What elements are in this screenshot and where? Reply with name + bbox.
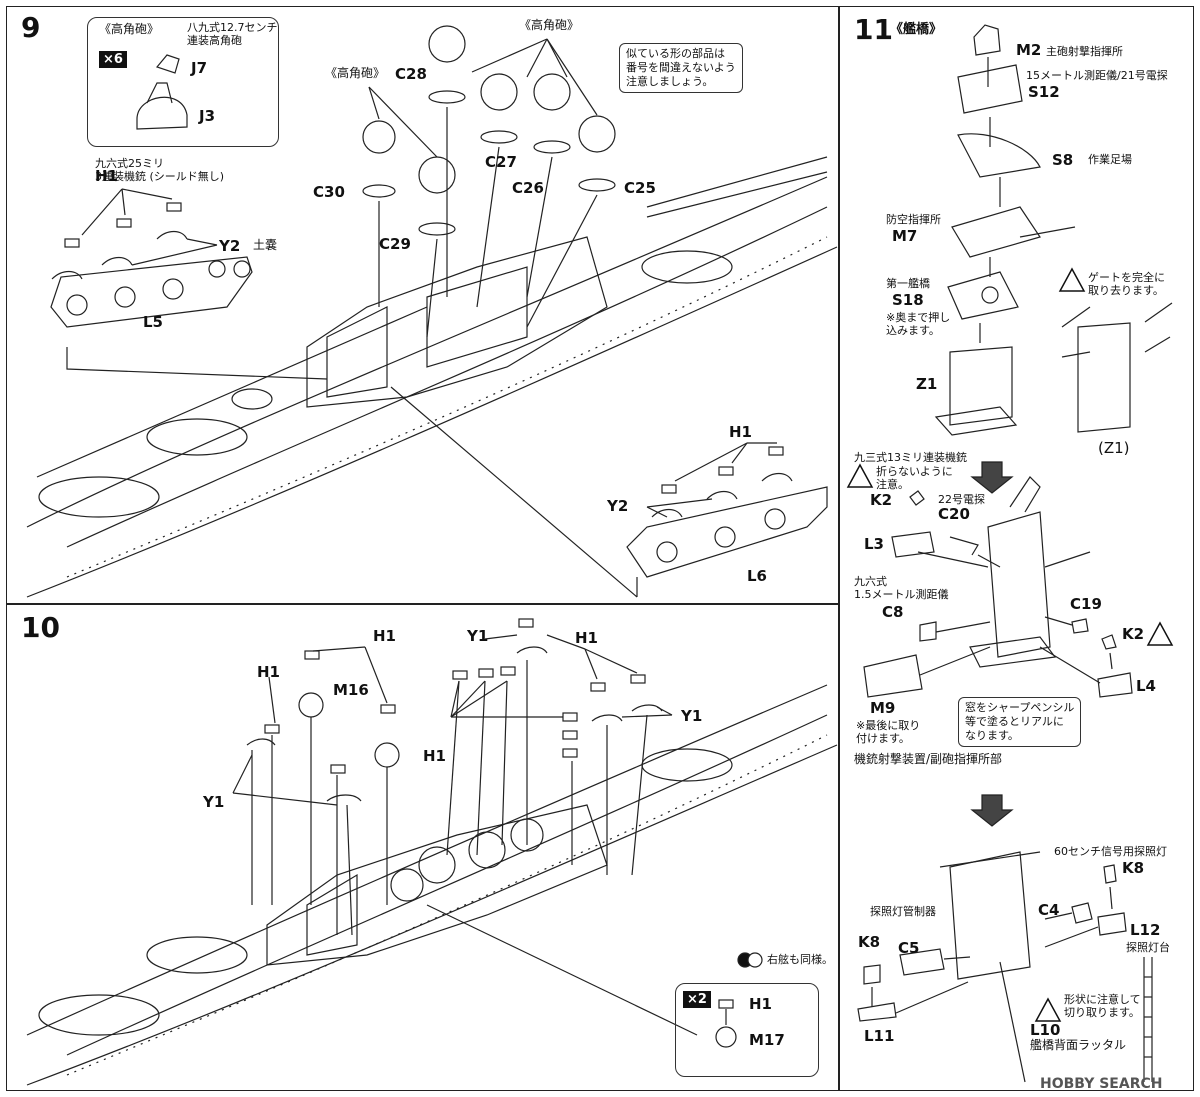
watermark: HOBBY SEARCH (1040, 1076, 1163, 1092)
part-label-l12: L12 (1130, 921, 1161, 939)
part-label-z1: Z1 (916, 375, 938, 393)
s8-description: 作業足場 (1088, 153, 1132, 166)
part-label-k2: K2 (870, 491, 893, 509)
part-label-m17: M17 (749, 1031, 785, 1049)
part-label-y2: Y2 (219, 237, 241, 255)
m2-description: 主砲射撃指揮所 (1046, 45, 1123, 58)
part-label-l11: L11 (864, 1027, 895, 1045)
part-label-y1-b: Y1 (681, 707, 703, 725)
part-label-s8: S8 (1052, 151, 1074, 169)
part-label-c28: C28 (395, 65, 427, 83)
c20-description: 22号電探 (938, 493, 985, 506)
part-label-c4: C4 (1038, 901, 1060, 919)
aa-gun-description: 九六式25ミリ 3連装機銃 (シールド無し) (95, 157, 225, 183)
step-10-hull-drawing (26, 618, 838, 1086)
step-number: 11 (854, 13, 893, 46)
part-label-c25: C25 (624, 179, 656, 197)
part-label-c5: C5 (898, 939, 920, 957)
c8-description: 九六式 1.5メートル測距儀 (854, 575, 949, 601)
part-label-j3: J3 (199, 107, 216, 125)
part-label-l10: L10 (1030, 1021, 1061, 1039)
inset-title: 《高角砲》 (99, 22, 160, 36)
part-label-s18: S18 (892, 291, 924, 309)
m7-description: 防空指揮所 (886, 213, 941, 226)
caution-note: 似ている形の部品は 番号を間違えないよう 注意しましょう。 (619, 43, 743, 93)
step-11-bridge-drawing (846, 24, 1174, 1083)
part-label-y1-a: Y1 (467, 627, 489, 645)
part-label-l5: L5 (143, 313, 163, 331)
part-label-c27: C27 (485, 153, 517, 171)
part-label-c29: C29 (379, 235, 411, 253)
step-11-panel: 11 《艦橋》 M2 主砲射撃指揮所 15メートル測距儀/21号電探 S12 S… (839, 6, 1194, 1091)
part-label-k8-b: K8 (858, 933, 881, 951)
inset-description: 八九式12.7センチ 連装高角砲 (187, 21, 278, 47)
group-label-left: 《高角砲》 (325, 66, 386, 80)
part-label-c30: C30 (313, 183, 345, 201)
step-9-hull-drawing (26, 25, 838, 598)
sub-assembly-caption: 機銃射撃装置/副砲指揮所部 (854, 752, 1003, 766)
k2-warning: 折らないように 注意。 (876, 465, 953, 491)
quantity-badge: ×2 (683, 991, 711, 1008)
l12-description: 探照灯台 (1126, 941, 1170, 954)
quantity-badge: ×6 (99, 51, 127, 68)
z1-view-label: (Z1) (1098, 439, 1130, 457)
part-label-c8: C8 (882, 603, 904, 621)
part-label-h1-b: H1 (257, 663, 280, 681)
s18-note: ※奥まで押し 込みます。 (886, 311, 951, 337)
part-label-h1-c: H1 (575, 629, 598, 647)
part-label-l3: L3 (864, 535, 884, 553)
c5-description: 探照灯管制器 (870, 905, 936, 918)
part-label-y2-right: Y2 (607, 497, 629, 515)
step-number: 9 (21, 11, 41, 44)
part-label-h1-right: H1 (729, 423, 752, 441)
s18-description: 第一艦橋 (886, 277, 930, 290)
part-label-c19: C19 (1070, 595, 1102, 613)
window-note: 窓をシャープペンシル 等で塗るとリアルに なります。 (958, 697, 1082, 747)
shape-note: 形状に注意して 切り取ります。 (1064, 993, 1141, 1019)
step-title: 《艦橋》 (890, 22, 943, 37)
part-label-m7: M7 (892, 227, 918, 245)
k8-description: 60センチ信号用探照灯 (1054, 845, 1167, 858)
k2-description: 九三式13ミリ連装機銃 (854, 451, 967, 464)
part-label-h1-d: H1 (423, 747, 446, 765)
part-label-m16: M16 (333, 681, 369, 699)
part-label-c26: C26 (512, 179, 544, 197)
gate-note: ゲートを完全に 取り去ります。 (1088, 271, 1165, 297)
part-label-y1-c: Y1 (203, 793, 225, 811)
inset-parts-drawing (136, 54, 188, 130)
step-10-panel: 10 H1 H1 M16 Y1 H1 Y1 H1 Y1 右舷も同様。 ×2 H1… (6, 604, 839, 1091)
part-label-j7: J7 (191, 59, 208, 77)
part-label-h1: H1 (95, 167, 118, 185)
step-9-panel: 9 《高角砲》 八九式12.7センチ 連装高角砲 ×6 J7 J3 《高角砲》 … (6, 6, 839, 604)
s12-description: 15メートル測距儀/21号電探 (1026, 69, 1168, 82)
part-label-m9: M9 (870, 699, 896, 717)
part-label-m2: M2 (1016, 41, 1042, 59)
part-label-s12: S12 (1028, 83, 1060, 101)
inset-box-aa-gun (87, 17, 279, 147)
group-label-right: 《高角砲》 (519, 18, 580, 32)
part-label-l6: L6 (747, 567, 767, 585)
part-label-k2-b: K2 (1122, 625, 1145, 643)
part-label-h1-inset: H1 (749, 995, 772, 1013)
mirror-note: 右舷も同様。 (767, 953, 833, 966)
part-label-c20: C20 (938, 505, 970, 523)
part-label-k8: K8 (1122, 859, 1145, 877)
m9-note: ※最後に取り 付けます。 (856, 719, 921, 745)
step-number: 10 (21, 611, 60, 644)
part-label-l4: L4 (1136, 677, 1156, 695)
y2-description: 土嚢 (253, 238, 278, 252)
l10-description: 艦橋背面ラッタル (1030, 1038, 1127, 1052)
part-label-h1-a: H1 (373, 627, 396, 645)
inset-box-m17 (675, 983, 819, 1077)
